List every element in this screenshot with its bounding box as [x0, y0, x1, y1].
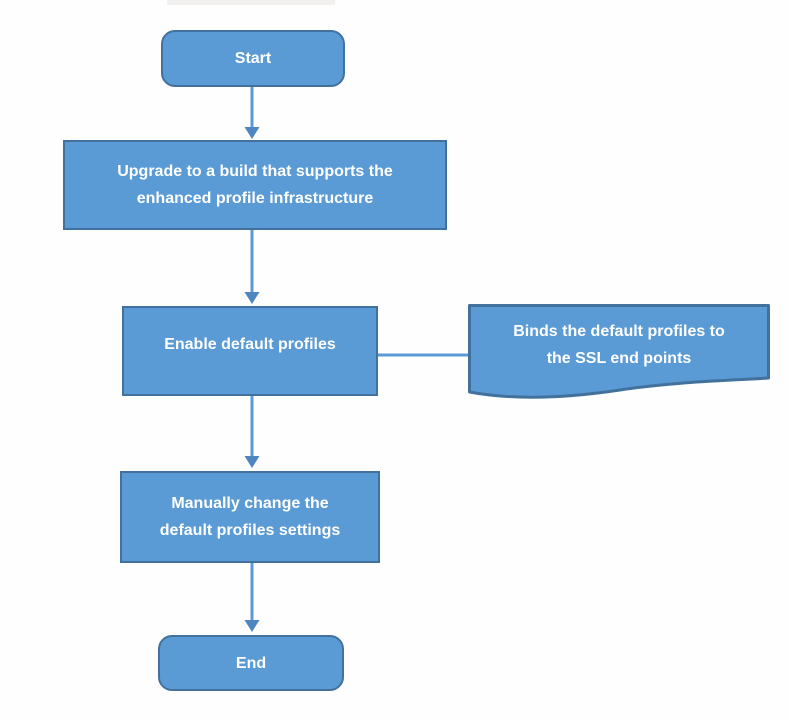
cropped-shape-edge	[167, 0, 335, 5]
node-manual-label-line2: default profiles settings	[159, 522, 341, 539]
node-upgrade-label-line1: Upgrade to a build that supports the	[117, 163, 393, 180]
document-shape-icon	[468, 304, 770, 399]
arrow-start-to-upgrade	[244, 87, 260, 139]
node-upgrade-build: Upgrade to a build that supports the enh…	[63, 140, 447, 230]
node-manual-label-line1: Manually change the	[171, 495, 329, 512]
node-upgrade-label-line2: enhanced profile infrastructure	[136, 190, 374, 207]
node-binds-document: Binds the default profiles to the SSL en…	[468, 304, 770, 408]
arrow-upgrade-to-enable	[244, 230, 260, 304]
node-binds-label-line1: Binds the default profiles to	[513, 323, 725, 340]
node-binds-label-line2: the SSL end points	[546, 350, 692, 367]
node-binds-label: Binds the default profiles to the SSL en…	[468, 308, 770, 382]
node-manually-change: Manually change the default profiles set…	[120, 471, 380, 563]
node-enable-default-profiles: Enable default profiles	[122, 306, 378, 396]
node-end: End	[158, 635, 344, 691]
arrow-enable-to-manual	[244, 396, 260, 468]
node-start: Start	[161, 30, 345, 87]
arrow-manual-to-end	[244, 563, 260, 632]
node-end-label: End	[235, 654, 267, 672]
node-start-label: Start	[234, 50, 272, 67]
node-enable-label: Enable default profiles	[164, 335, 336, 353]
